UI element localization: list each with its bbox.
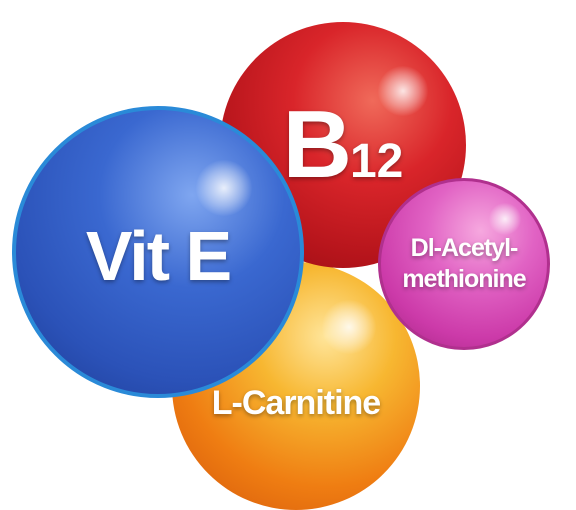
l-carnitine-label: L-Carnitine <box>211 383 381 422</box>
b12-label: B12 <box>283 90 404 200</box>
highlight-shine <box>196 160 252 216</box>
vit-e-orb: Vit E <box>12 106 304 398</box>
b12-letter: B <box>282 91 352 198</box>
acetylmethionine-line2: methionine <box>402 265 526 293</box>
highlight-shine <box>378 66 428 116</box>
acetylmethionine-orb: Dl-Acetyl- methionine <box>378 178 550 350</box>
vit-e-label: Vit E <box>85 217 232 295</box>
acetylmethionine-line1: Dl-Acetyl- <box>410 234 519 262</box>
b12-number: 12 <box>349 135 404 188</box>
highlight-shine <box>489 203 521 235</box>
acetylmethionine-label: Dl-Acetyl- methionine <box>402 233 526 295</box>
highlight-shine <box>322 300 376 354</box>
